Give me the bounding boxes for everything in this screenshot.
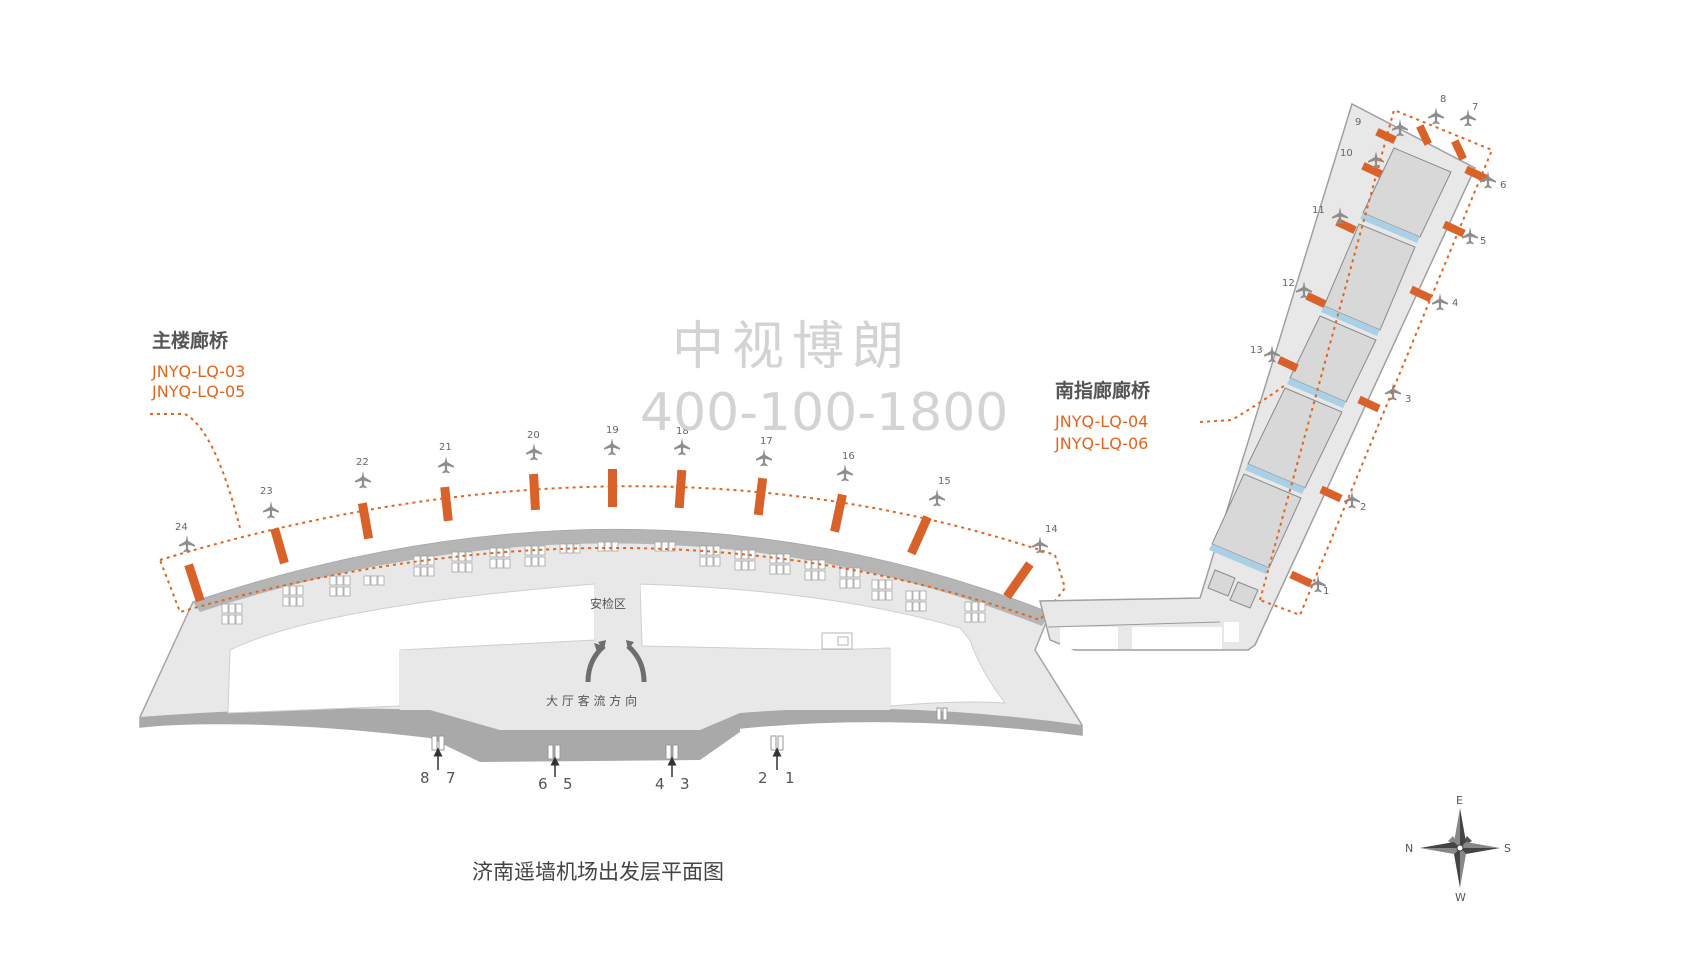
plane-icon	[929, 489, 945, 507]
plane-icon	[263, 501, 279, 519]
gate-number: 14	[1045, 524, 1058, 535]
south-gate-numbers: 1 2 3 4 5 6 7 8 9 10 11 12 13	[1250, 94, 1506, 597]
gate-number: 13	[1250, 345, 1263, 356]
gate-number: 18	[676, 426, 689, 437]
airside-wall	[193, 529, 1050, 626]
gate-number: 9	[1355, 117, 1361, 128]
plane-icon	[604, 438, 620, 456]
compass-south: S	[1504, 842, 1511, 855]
plane-icon	[1032, 536, 1048, 554]
main-terminal-building	[139, 528, 1083, 762]
plane-icon	[1428, 107, 1444, 125]
plane-icon	[179, 535, 195, 553]
gate-number: 4	[1452, 298, 1458, 309]
flow-arrows	[585, 640, 647, 683]
gate-number: 15	[938, 476, 951, 487]
main-section-code: JNYQ-LQ-03	[151, 362, 245, 381]
entrance-number: 1	[785, 769, 795, 787]
gate-number: 7	[1472, 102, 1478, 113]
gate-number: 2	[1360, 502, 1366, 513]
plane-icon	[837, 464, 853, 482]
gate-number: 22	[356, 457, 369, 468]
main-leader-line	[150, 413, 241, 529]
plane-icon	[438, 456, 454, 474]
south-section-code: JNYQ-LQ-06	[1054, 434, 1148, 453]
plane-icon	[1432, 293, 1448, 311]
plane-icon	[756, 449, 772, 467]
entrance-number: 6	[538, 775, 548, 793]
gate-number: 8	[1440, 94, 1446, 105]
plane-icon	[526, 443, 542, 461]
map-caption: 济南遥墙机场出发层平面图	[472, 860, 724, 884]
landside-hall	[227, 583, 596, 714]
south-bridge-outline	[1258, 108, 1494, 617]
entrance-number: 4	[655, 775, 665, 793]
entrance-numbers: 8 7 6 5 4 3 2 1	[420, 769, 795, 793]
main-section-title: 主楼廊桥	[152, 329, 229, 352]
gate-number: 6	[1500, 180, 1506, 191]
compass-icon	[1420, 808, 1500, 888]
gate-number: 3	[1405, 394, 1411, 405]
gate-number: 1	[1323, 586, 1329, 597]
gate-number: 19	[606, 425, 619, 436]
gate-number: 17	[760, 436, 773, 447]
gate-number: 20	[527, 430, 540, 441]
landside-curb	[140, 708, 1082, 762]
entrance-number: 8	[420, 769, 430, 787]
gate-number: 10	[1340, 148, 1353, 159]
passenger-flow-label: 大 厅 客 流 方 向	[546, 693, 637, 708]
security-area-label: 安检区	[590, 596, 626, 611]
compass-north: N	[1405, 842, 1413, 855]
main-gate-numbers: 24 23 22 21 20 19 18 17 16 15 14	[175, 425, 1058, 535]
compass-east: E	[1456, 794, 1463, 807]
main-section-code: JNYQ-LQ-05	[151, 382, 245, 401]
main-jet-bridges	[184, 469, 1034, 603]
plane-icon	[1344, 491, 1360, 509]
gate-number: 21	[439, 442, 452, 453]
entrance-arrows	[433, 747, 782, 777]
watermark-brand: 中视博朗	[672, 317, 912, 377]
south-section-title: 南指廊廊桥	[1055, 379, 1151, 402]
compass-west: W	[1455, 891, 1466, 904]
gate-number: 5	[1480, 236, 1486, 247]
gate-number: 11	[1312, 205, 1325, 216]
gate-number: 16	[842, 451, 855, 462]
gate-number: 12	[1282, 278, 1295, 289]
entrance-number: 5	[563, 775, 573, 793]
watermark-phone: 400-100-1800	[640, 383, 1008, 443]
entrance-number: 3	[680, 775, 690, 793]
gate-number: 24	[175, 522, 188, 533]
plane-icon	[355, 471, 371, 489]
entrance-number: 2	[758, 769, 768, 787]
entrance-number: 7	[446, 769, 456, 787]
gate-number: 23	[260, 486, 273, 497]
south-section-code: JNYQ-LQ-04	[1054, 412, 1148, 431]
south-pier-rooms	[1207, 147, 1452, 609]
